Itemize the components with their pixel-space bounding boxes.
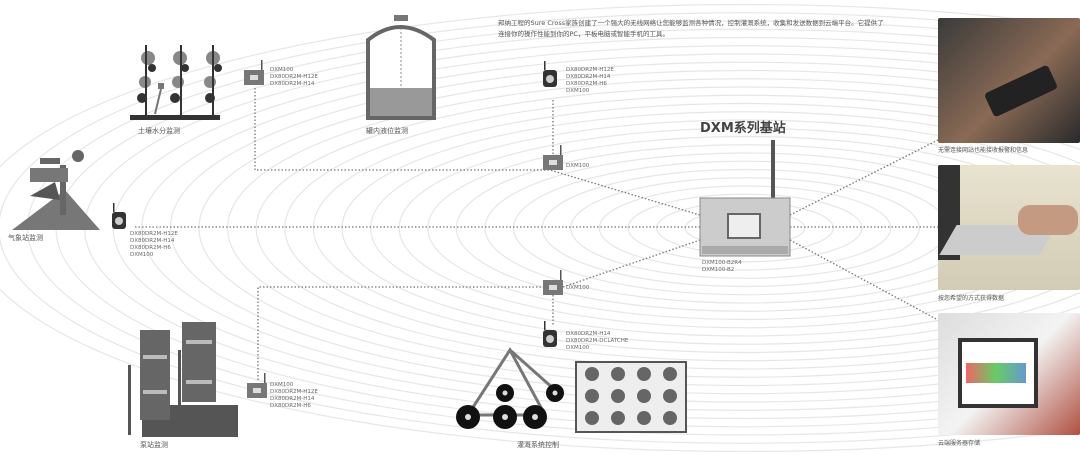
valve-icon xyxy=(611,411,625,425)
dxm100-controller-icon xyxy=(543,270,563,295)
dx80-node-icon xyxy=(112,203,126,229)
valve-icon xyxy=(663,367,677,381)
tank-label: 罐内液位监测 xyxy=(366,127,408,135)
intro-text: 邦纳工程的Sure Cross家族创建了一个强大的无线网络让您能够监测各种情况，… xyxy=(498,19,884,38)
wave-ring xyxy=(627,193,863,263)
wireless-nodes xyxy=(112,60,563,398)
irrigation-relay: DXM100 xyxy=(566,285,590,291)
wave-ring xyxy=(227,78,1080,378)
smartphone-caption: 无需连接网站也能接收报警和信息 xyxy=(938,147,1029,154)
wave-ring xyxy=(312,102,1080,354)
valve-icon xyxy=(585,367,599,381)
wave-ring xyxy=(598,185,892,271)
tank-relay: DXM100 xyxy=(566,163,590,169)
valve-icon xyxy=(663,389,677,403)
wave-ring xyxy=(398,127,1080,329)
soil-label: 土壤水分监测 xyxy=(138,127,180,135)
tank-icon xyxy=(366,15,436,120)
wave-ring xyxy=(112,45,1080,411)
irrigation-label: 灌溉系统控制 xyxy=(517,441,559,449)
base-station-title: DXM系列基站 xyxy=(700,121,786,136)
wave-ring xyxy=(0,12,1080,444)
wave-ring xyxy=(370,119,1080,337)
valve-icon xyxy=(611,367,625,381)
desktop-pc-photo xyxy=(938,165,1080,290)
wave-ring xyxy=(341,111,1080,345)
irrigation-system-icon xyxy=(456,347,687,433)
smartphone-photo xyxy=(938,18,1080,143)
vineyard-icon xyxy=(130,45,222,120)
tablet-cloud-photo xyxy=(938,313,1080,435)
weather-station-icon xyxy=(12,150,100,230)
dxm100-controller-icon xyxy=(244,60,264,85)
valve-icon xyxy=(637,389,651,403)
valve-icon xyxy=(663,411,677,425)
dxm-base-station-icon xyxy=(699,140,791,257)
valve-icon xyxy=(637,367,651,381)
wave-ring xyxy=(570,177,920,279)
dxm100-controller-icon xyxy=(543,145,563,170)
wave-ring xyxy=(169,61,1080,395)
valve-icon xyxy=(637,411,651,425)
wave-ring xyxy=(284,94,1080,362)
wave-ring xyxy=(198,69,1080,387)
dxm100-controller-icon xyxy=(247,373,267,398)
dx80-node-icon xyxy=(543,61,557,87)
pump-station-icon xyxy=(128,322,238,437)
wave-ring xyxy=(0,3,1080,453)
dx80-node-icon xyxy=(543,321,557,347)
valve-icon xyxy=(611,389,625,403)
pump-label: 泵站监测 xyxy=(140,441,168,449)
wave-ring xyxy=(141,53,1080,403)
weather-label: 气象站监测 xyxy=(8,234,43,242)
wave-ring xyxy=(255,86,1080,370)
valve-icon xyxy=(585,389,599,403)
valve-icon xyxy=(585,411,599,425)
tablet-cloud-caption: 云端服务器存储 xyxy=(938,440,981,447)
desktop-pc-caption: 按您希望的方式获得数据 xyxy=(938,295,1005,302)
wireless-links xyxy=(135,88,939,380)
